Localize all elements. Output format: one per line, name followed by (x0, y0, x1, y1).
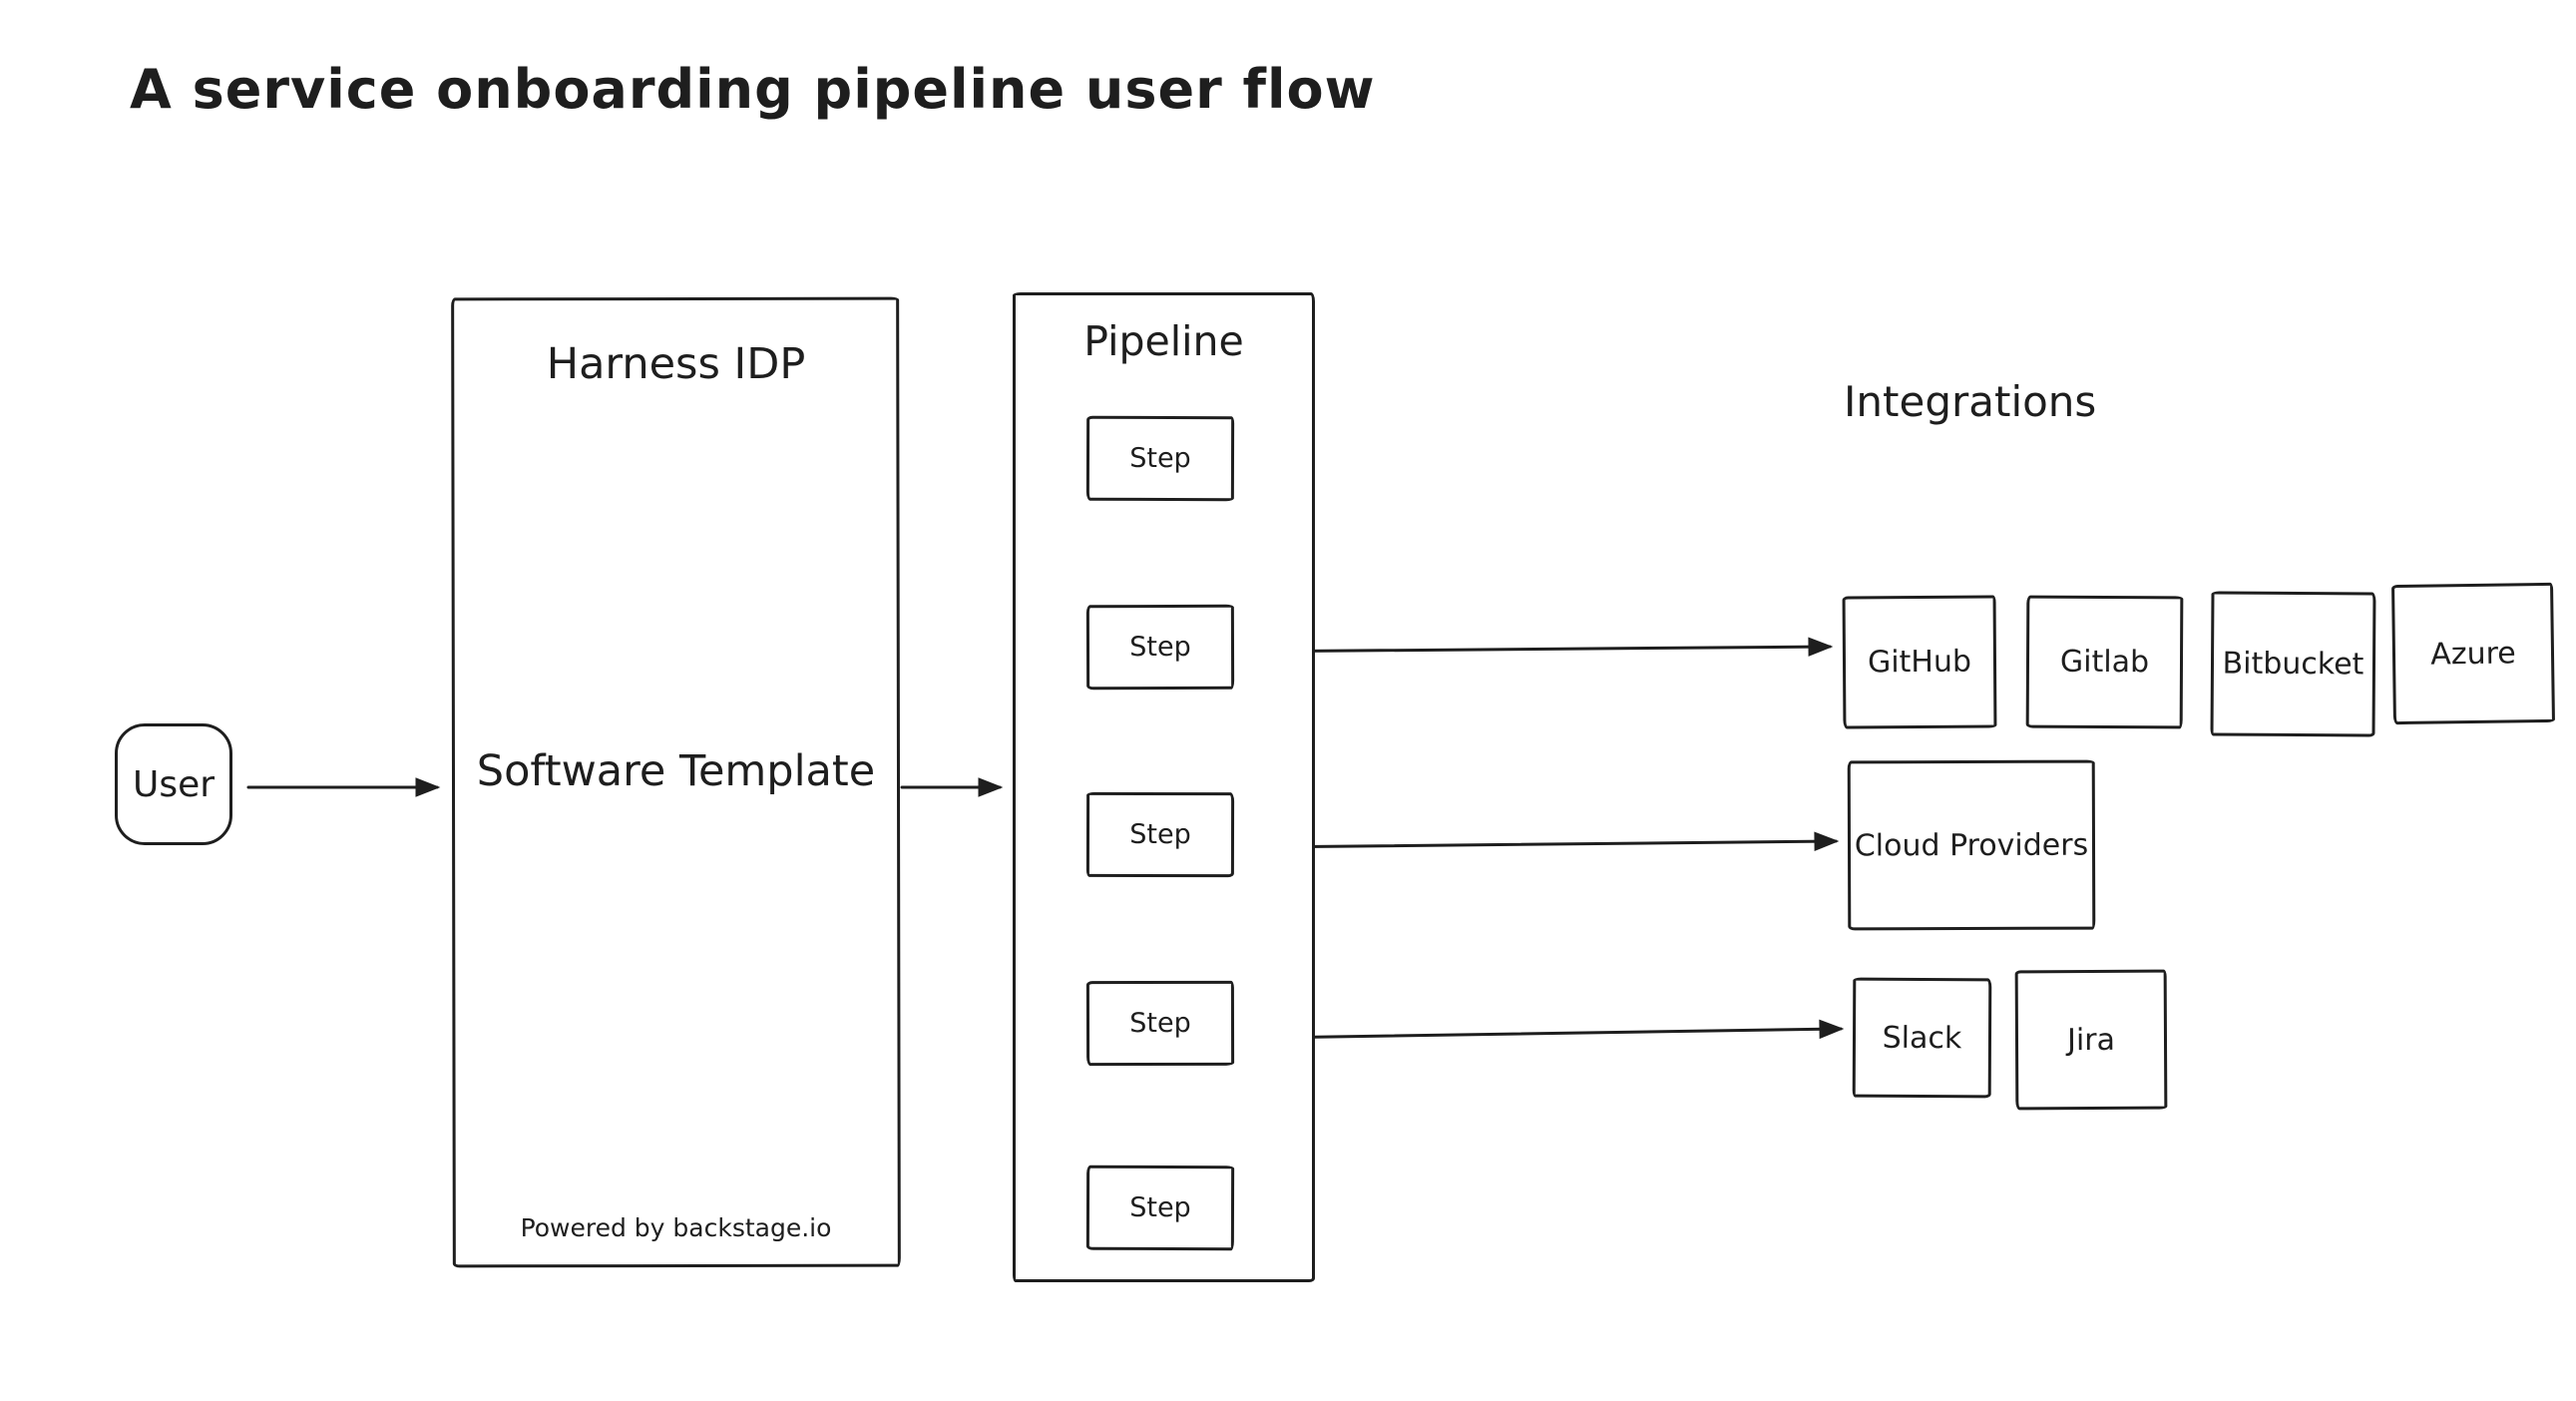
cloud-providers-label: Cloud Providers (1854, 827, 2089, 863)
step-node-3: Step (1085, 791, 1235, 878)
step-node-1: Step (1085, 415, 1235, 502)
edge-step3-to-cloud-providers (1257, 831, 1840, 851)
edge-step2-to-github (1237, 637, 1834, 657)
slack-node: Slack (1852, 977, 1992, 1099)
github-label: GitHub (1867, 644, 1972, 681)
jira-label: Jira (2066, 1022, 2116, 1058)
step-label: Step (1129, 631, 1191, 664)
integrations-title: Integrations (1844, 377, 2097, 426)
pipeline-title: Pipeline (1083, 317, 1244, 365)
azure-node: Azure (2391, 582, 2555, 725)
powered-by-label: Powered by backstage.io (520, 1213, 832, 1242)
step-label: Step (1129, 1007, 1191, 1040)
cloud-providers-node: Cloud Providers (1847, 759, 2096, 931)
github-node: GitHub (1842, 595, 1997, 729)
slack-label: Slack (1882, 1020, 1962, 1056)
bitbucket-node: Bitbucket (2210, 591, 2376, 737)
gitlab-label: Gitlab (2059, 644, 2150, 681)
page-title: A service onboarding pipeline user flow (130, 58, 1376, 121)
user-node: User (115, 723, 232, 845)
azure-label: Azure (2430, 635, 2516, 673)
gitlab-node: Gitlab (2025, 595, 2184, 729)
step-label: Step (1129, 442, 1191, 475)
step-label: Step (1129, 1191, 1191, 1224)
user-label: User (132, 763, 215, 805)
step-label: Step (1129, 818, 1191, 851)
edge-step4-to-slack (1263, 1019, 1845, 1040)
step-node-2: Step (1085, 604, 1235, 691)
harness-idp-title: Harness IDP (546, 339, 806, 389)
software-template-label: Software Template (476, 746, 876, 796)
step-node-5: Step (1085, 1165, 1235, 1251)
jira-node: Jira (2014, 969, 2168, 1111)
bitbucket-label: Bitbucket (2222, 646, 2364, 683)
step-node-4: Step (1085, 980, 1235, 1067)
